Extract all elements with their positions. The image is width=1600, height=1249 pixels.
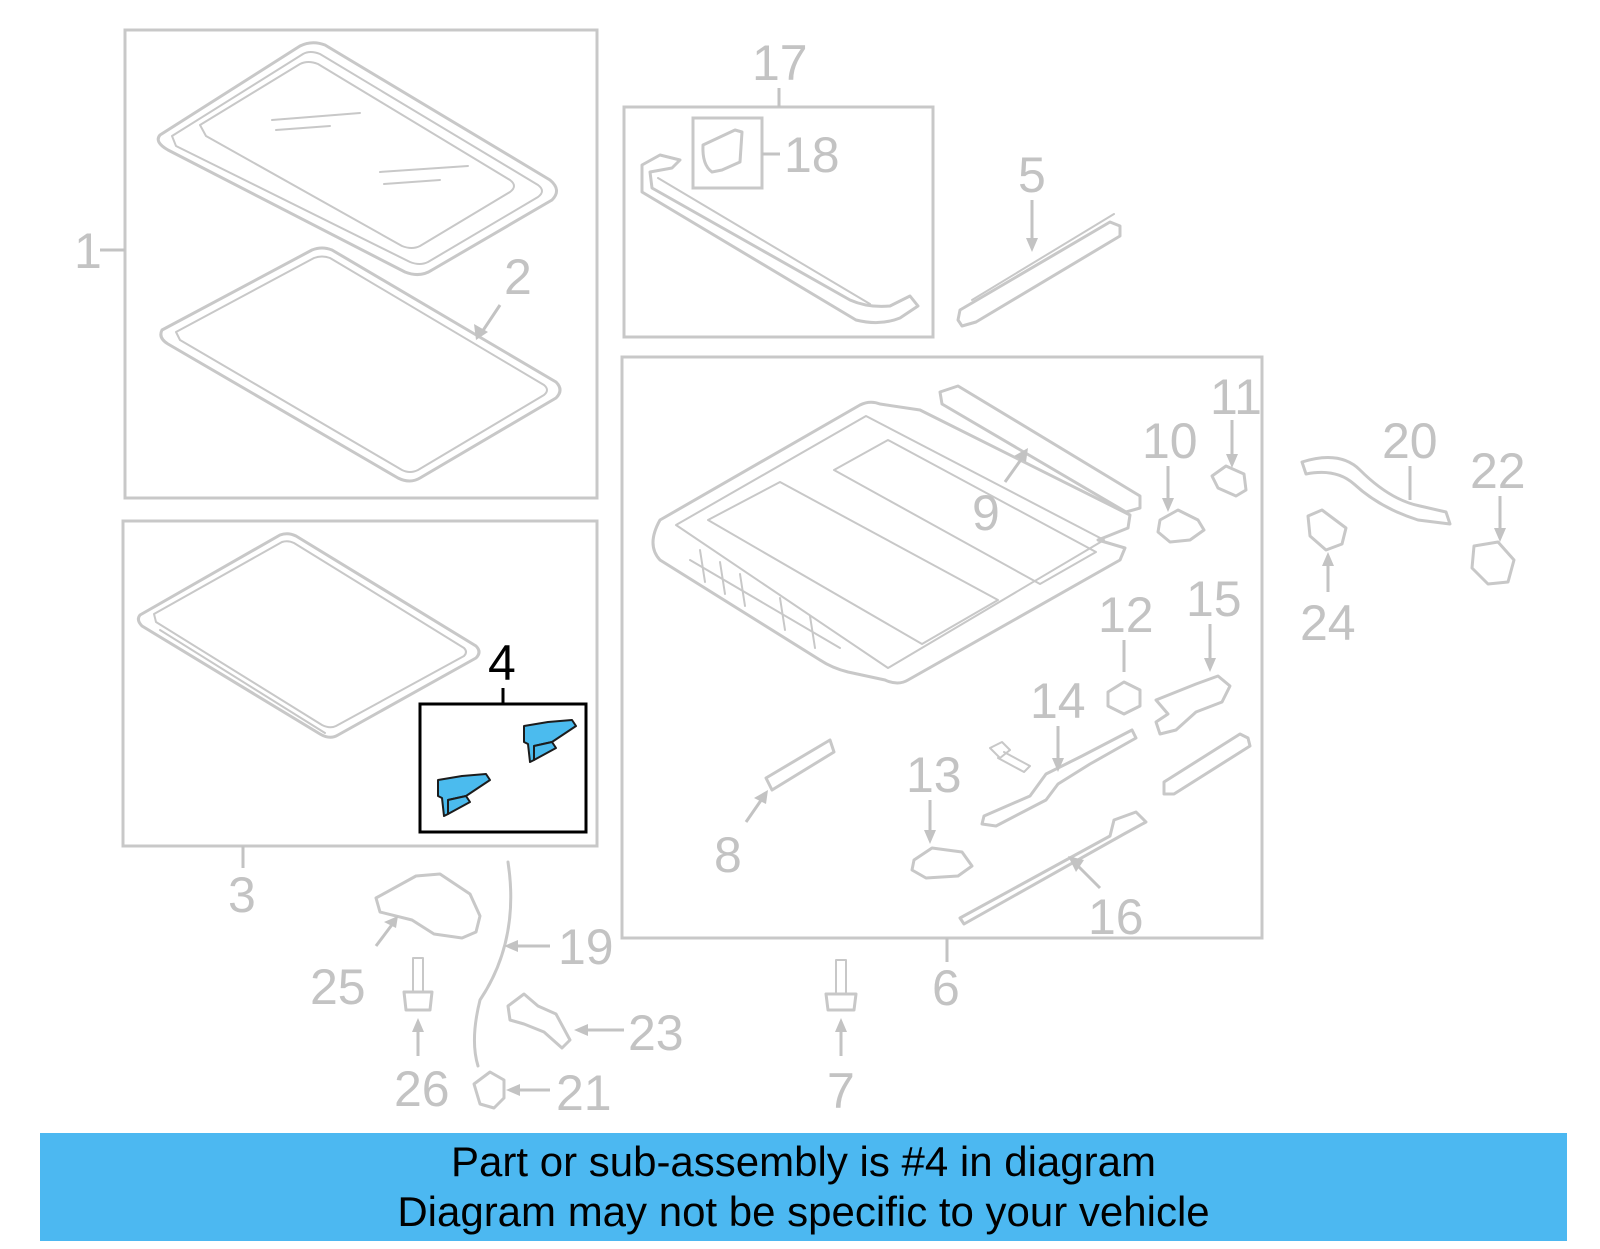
callout-1[interactable]: 1 [74,223,102,279]
callout-7[interactable]: 7 [827,1063,855,1119]
callout-12[interactable]: 12 [1098,587,1154,643]
callout-24[interactable]: 24 [1300,595,1356,651]
callout-6[interactable]: 6 [932,960,960,1016]
highlighted-part-4-upper[interactable] [523,719,577,763]
bolt-26[interactable] [402,957,434,1012]
clip-24[interactable] [1306,508,1348,552]
callout-4[interactable]: 4 [488,635,516,691]
callout-14[interactable]: 14 [1030,673,1086,729]
rear-rail[interactable] [938,384,1142,514]
callout-26[interactable]: 26 [394,1061,450,1117]
bolt-7[interactable] [824,959,858,1012]
callout-2[interactable]: 2 [504,249,532,305]
callout-11[interactable]: 11 [1210,369,1262,425]
sunshade-panel[interactable] [136,532,481,739]
clip-11[interactable] [1210,464,1248,498]
drive-cable-16[interactable] [958,810,1148,926]
slider-13[interactable] [910,846,974,880]
callout-13[interactable]: 13 [906,747,962,803]
block-12[interactable] [1106,680,1142,716]
banner-line-2: Diagram may not be specific to your vehi… [397,1188,1210,1235]
callout-21[interactable]: 21 [556,1065,612,1121]
callout-18[interactable]: 18 [784,127,840,183]
callout-25[interactable]: 25 [310,959,366,1015]
callout-3[interactable]: 3 [228,867,256,923]
sunroof-frame[interactable] [651,400,1132,685]
callout-10[interactable]: 10 [1142,413,1198,469]
deflector-clip[interactable] [701,128,744,174]
drain-hose-20[interactable] [1300,456,1452,526]
callout-20[interactable]: 20 [1382,413,1438,469]
callout-8[interactable]: 8 [714,827,742,883]
strip-8[interactable] [764,738,836,792]
hose-19[interactable] [472,860,513,1068]
callout-19[interactable]: 19 [558,919,614,975]
callout-16[interactable]: 16 [1088,889,1144,945]
guide-14[interactable] [980,728,1138,828]
side-rail[interactable] [1162,732,1252,796]
info-banner: Part or sub-assembly is #4 in diagram Di… [40,1133,1567,1241]
group-box-6 [620,355,1264,940]
grommet-22[interactable] [1470,540,1516,586]
group-box-17 [622,105,935,339]
motor-25[interactable] [374,872,482,940]
callout-5[interactable]: 5 [1018,147,1046,203]
banner-line-1: Part or sub-assembly is #4 in diagram [451,1138,1156,1185]
connector-21[interactable] [472,1070,506,1110]
group-box-3 [121,519,599,848]
bolt-14[interactable] [989,741,1031,773]
callout-22[interactable]: 22 [1470,443,1526,499]
wind-deflector[interactable] [640,153,920,325]
glass-panel[interactable] [156,41,558,277]
callout-23[interactable]: 23 [628,1005,684,1061]
group-box-1 [123,28,599,500]
bracket-10[interactable] [1156,508,1206,544]
seal-frame[interactable] [159,246,562,483]
bracket-23[interactable] [506,992,572,1050]
highlighted-part-4-lower[interactable] [437,773,491,817]
callout-15[interactable]: 15 [1186,571,1242,627]
callout-9[interactable]: 9 [972,485,1000,541]
bracket-15[interactable] [1154,674,1232,736]
callout-17[interactable]: 17 [752,35,808,91]
drain-rail[interactable] [956,213,1122,328]
